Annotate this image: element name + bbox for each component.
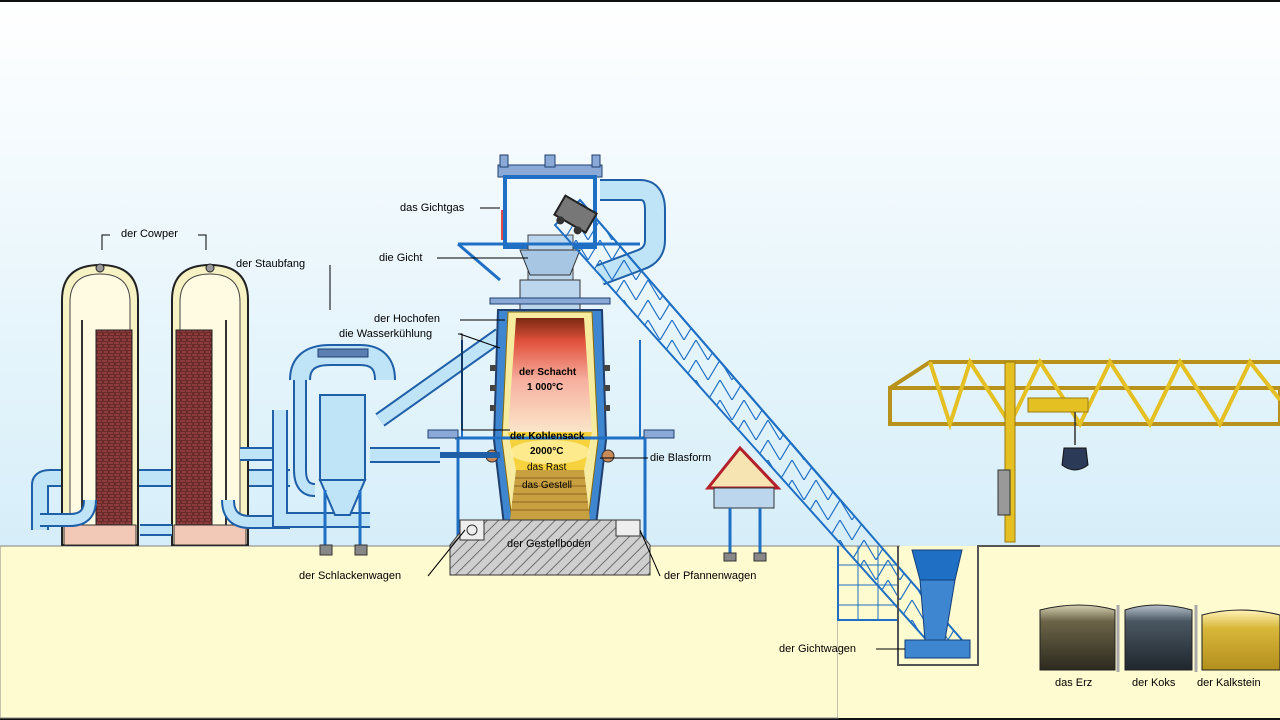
label-schlackenwagen: der Schlackenwagen [299,570,402,582]
dust-catcher [272,265,505,556]
gantry-crane [888,357,1280,543]
label-koks: der Koks [1132,677,1176,689]
label-kalkstein: der Kalkstein [1197,677,1261,689]
cowper-stoves [31,234,290,546]
label-kohlensack-temp: 2000°C [530,446,564,457]
label-wasserkuehlung: die Wasserkühlung [339,328,433,340]
furnace-tower [427,154,675,576]
label-erz: das Erz [1055,677,1093,689]
label-rast: das Rast [527,462,567,473]
label-kohlensack: der Kohlensack [510,431,585,442]
label-staubfang: der Staubfang [236,258,306,270]
label-schacht-temp: 1 000°C [527,382,564,393]
label-cowper: der Cowper [121,228,178,240]
leader-lines [427,207,905,650]
label-gichtwagen: der Gichtwagen [779,643,857,655]
label-gichtgas: das Gichtgas [400,202,465,214]
skip-hoist [553,194,1040,666]
label-gestellboden: der Gestellboden [507,538,591,550]
label-gestell: das Gestell [522,480,573,491]
raw-material-bins [1039,604,1280,672]
label-schacht: der Schacht [519,367,577,378]
label-hochofen: der Hochofen [374,313,441,325]
label-pfannenwagen: der Pfannenwagen [664,570,757,582]
gas-duct [596,179,666,286]
label-blasform: die Blasform [650,452,712,464]
label-gicht: die Gicht [379,252,423,264]
